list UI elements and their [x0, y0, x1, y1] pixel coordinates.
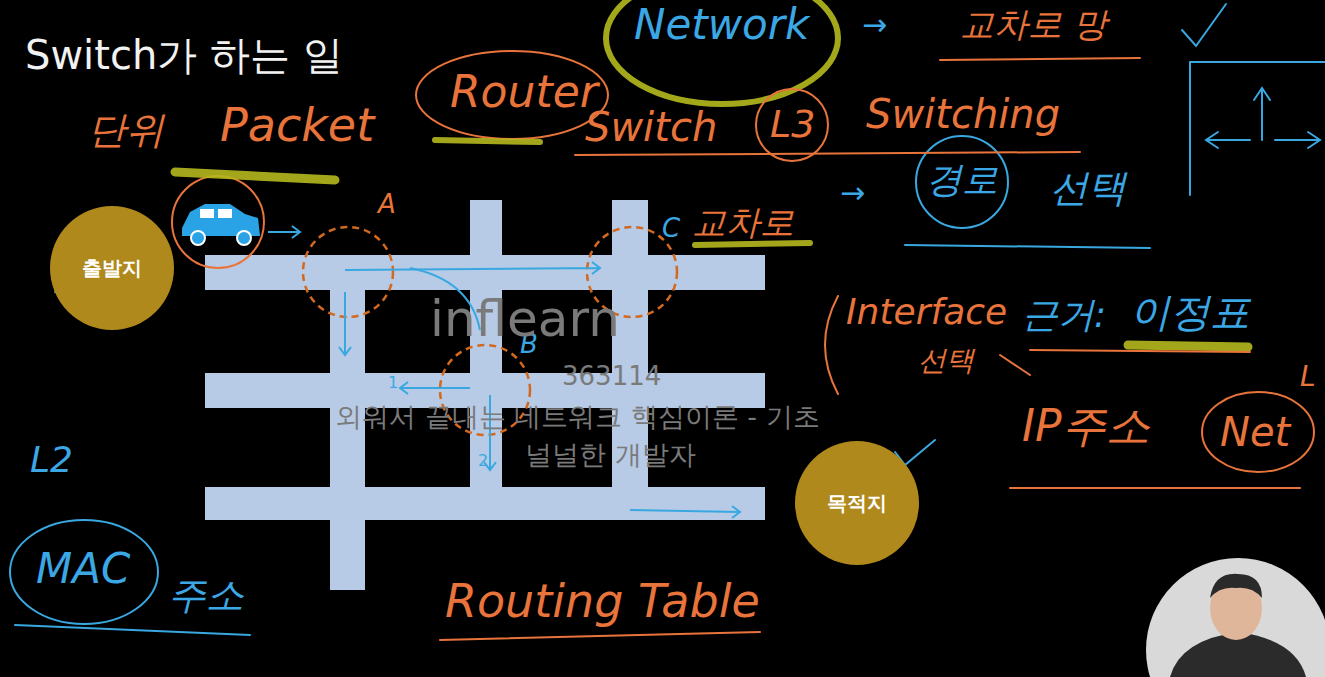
- place-label: 출발지: [82, 255, 142, 282]
- select-note: 선택: [918, 346, 974, 377]
- intersection-letter: C: [662, 214, 680, 243]
- layer-note: L2: [30, 440, 73, 480]
- annotation-marks: [10, 0, 1325, 640]
- watermark: inflearn: [430, 292, 620, 347]
- router-note: Router: [450, 68, 598, 116]
- route-strokes: [268, 226, 740, 518]
- switching-note: Switching: [866, 92, 1060, 136]
- select-note: 선택: [1050, 168, 1126, 210]
- watermark: 널널한 개발자: [525, 440, 696, 470]
- network-note: Network: [634, 2, 809, 48]
- ip-note: IP주소: [1022, 402, 1150, 450]
- watermark: 외워서 끝내는 네트워크 핵심이론 - 기초: [335, 402, 820, 432]
- address-note: 주소: [168, 575, 244, 617]
- presenter-thumbnail: [1146, 558, 1325, 677]
- arrow-glyph: →: [862, 8, 887, 41]
- road-net-note: 교차로 망: [960, 6, 1107, 43]
- basis-note: 근거:: [1022, 295, 1106, 335]
- signpost-note: 이정표: [1130, 290, 1250, 334]
- switch-note: Switch: [585, 105, 717, 149]
- car-icon: [182, 204, 260, 245]
- interface-note: Interface: [846, 292, 1007, 332]
- packet-note: Packet: [220, 100, 374, 151]
- layer-note: L3: [770, 104, 815, 146]
- place-label: 목적지: [827, 490, 887, 517]
- routing-table-note: Routing Table: [445, 576, 760, 627]
- arrow-glyph: →: [840, 176, 865, 209]
- net-note: Net: [1220, 410, 1290, 454]
- step-number: 2: [478, 452, 488, 470]
- unit-note: 단위: [88, 110, 164, 152]
- slide-title: Switch가 하는 일: [25, 28, 343, 83]
- watermark: 363114: [562, 362, 661, 391]
- step-number: 1: [388, 374, 398, 392]
- layer-note: L: [1300, 362, 1316, 393]
- place-circle: 목적지: [795, 441, 919, 565]
- mac-note: MAC: [36, 546, 130, 592]
- intersection-letter: A: [378, 190, 396, 219]
- road-grid: [205, 200, 765, 590]
- route-note: 경로: [926, 160, 998, 200]
- intersection-note: 교차로: [692, 204, 794, 241]
- place-circle: 출발지: [50, 206, 174, 330]
